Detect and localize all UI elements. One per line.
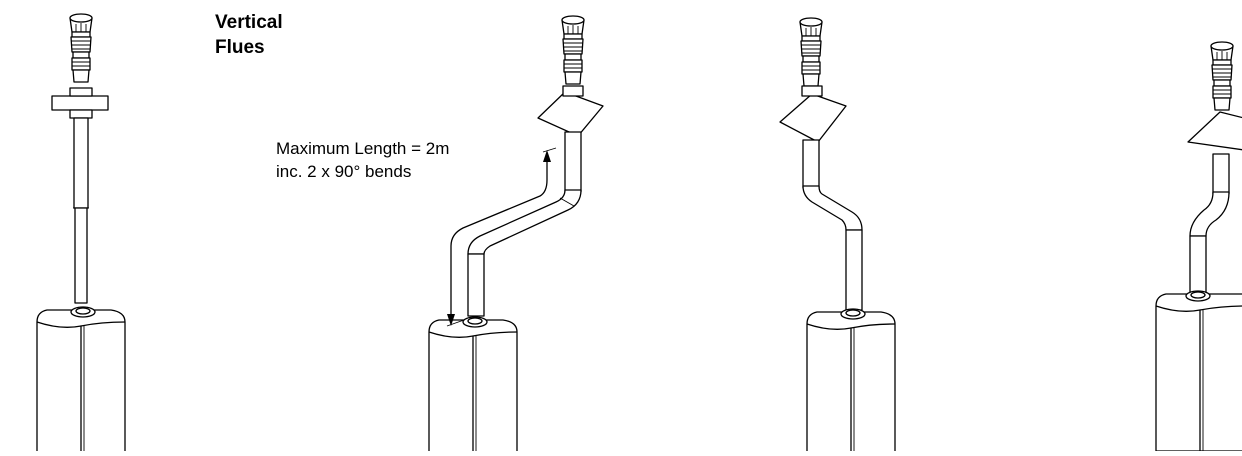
figure-straight-vertical xyxy=(36,13,126,456)
title-line-2: Flues xyxy=(215,37,265,58)
bends-annotation: inc. 2 x 90° bends xyxy=(276,162,412,181)
max-length-annotation: Maximum Length = 2m xyxy=(276,139,450,158)
figure-offset-two-bends xyxy=(428,15,604,456)
figure-offset-45-bends xyxy=(779,17,896,456)
figure-offset-partial xyxy=(1155,41,1242,452)
title-line-1: Vertical xyxy=(215,12,283,33)
